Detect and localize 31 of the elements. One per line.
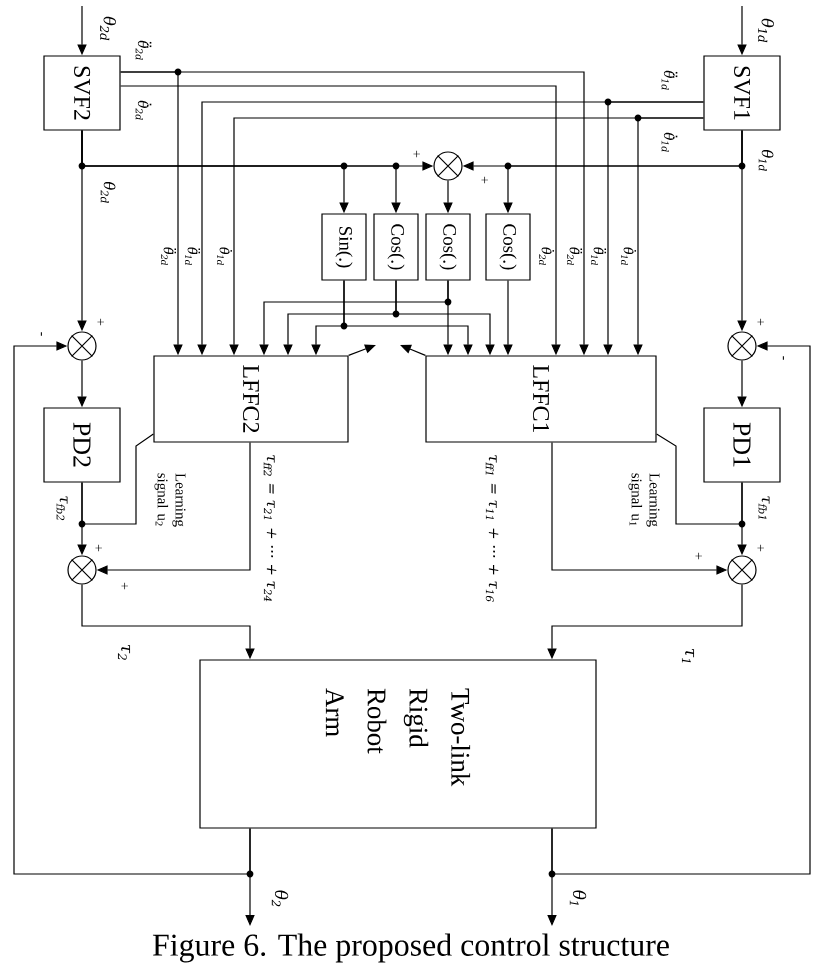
signal-label: τ$_{2}$ [117, 644, 131, 660]
arrow [547, 828, 557, 926]
signal-label: θ$_{1d}$ [758, 18, 774, 43]
signal-line [656, 433, 743, 525]
summing-junction [433, 151, 463, 181]
arrow [348, 344, 376, 356]
signal-label: θ$_{1}$ [569, 890, 587, 905]
arrow [13, 341, 251, 875]
block-box: SVF1 [703, 55, 781, 131]
summing-junction [67, 331, 97, 361]
block-box: Sin(.) [321, 213, 367, 281]
block-box: Cos(.) [485, 213, 531, 281]
signal-label: τ$_{1}$ [681, 648, 695, 663]
block-box: LFFC2 [153, 355, 349, 443]
arrow [400, 344, 426, 356]
arrow [245, 828, 255, 926]
caption: Figure 6. The proposed control structure [152, 933, 669, 963]
signal-label: θ$_{2}$ [271, 890, 289, 907]
signal-line [81, 433, 154, 525]
block-box: LFFC1 [425, 355, 657, 443]
block-box: PD1 [703, 407, 781, 483]
summing-junction [727, 555, 757, 585]
signal-label: θ$_{2d}$ [100, 16, 116, 41]
block-box: PD2 [43, 407, 121, 483]
block-box: SVF2 [43, 55, 121, 131]
block-box: Cos(.) [373, 213, 419, 281]
block-box: Two-link Rigid Robot Arm [199, 659, 597, 829]
arrow [551, 341, 811, 875]
block-box: Cos(.) [425, 213, 471, 281]
summing-junction [727, 331, 757, 361]
summing-junction [67, 555, 97, 585]
